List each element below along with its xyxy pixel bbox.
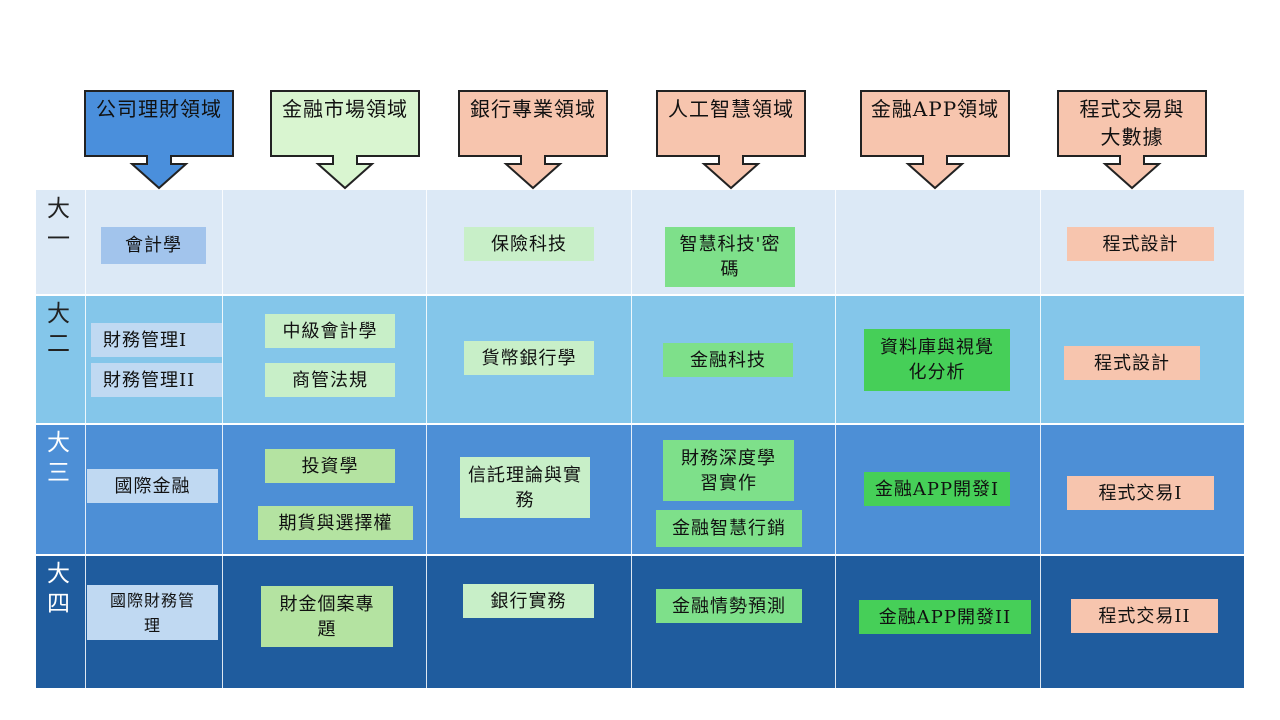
course-box: 程式設計 — [1064, 346, 1200, 380]
course-box: 程式交易I — [1067, 476, 1214, 510]
row-divider — [36, 423, 1244, 425]
course-label: 程式設計 — [1094, 352, 1170, 374]
course-box: 程式交易II — [1071, 599, 1218, 633]
course-label: 保險科技 — [491, 233, 567, 255]
course-label: 金融智慧行銷 — [672, 518, 786, 539]
course-box: 投資學 — [265, 449, 395, 483]
arrow-shape — [860, 90, 1010, 190]
year-label-text: 大一 — [47, 196, 70, 252]
course-box: 智慧科技'密碼 — [665, 227, 795, 287]
course-box: 財金個案專題 — [261, 586, 393, 647]
course-box: 資料庫與視覺化分析 — [864, 329, 1010, 391]
domain-arrow: 金融市場領域 — [270, 90, 420, 192]
course-label: 商管法規 — [292, 369, 368, 391]
domain-arrow: 人工智慧領域 — [656, 90, 806, 192]
course-box: 金融APP開發I — [864, 472, 1010, 506]
course-label: 國際金融 — [114, 475, 191, 497]
year-label: 大二 — [36, 295, 74, 424]
arrow-shape — [656, 90, 806, 190]
year-row-1: 大一 — [36, 190, 1244, 295]
arrow-shape — [270, 90, 420, 190]
course-label: 智慧科技'密碼 — [679, 234, 781, 280]
arrow-callout — [458, 90, 608, 190]
course-box: 金融情勢預測 — [656, 589, 802, 623]
course-box: 國際金融 — [87, 469, 218, 503]
column-divider — [1040, 190, 1041, 688]
year-row-2: 大二 — [36, 295, 1244, 424]
domain-label: 程式交易與大數據 — [1079, 97, 1185, 149]
course-grid: 大一 大二 大三 大四 會計學 保險科技 智慧科技'密碼 程式設計 財務管理I … — [36, 190, 1244, 688]
course-box: 銀行實務 — [463, 584, 594, 618]
course-box: 財務深度學習實作 — [663, 440, 794, 501]
domain-arrow: 程式交易與大數據 — [1057, 90, 1207, 192]
arrow-callout — [270, 90, 420, 190]
course-label: 資料庫與視覺化分析 — [880, 337, 994, 383]
year-label: 大一 — [36, 190, 74, 295]
course-box: 國際財務管理 — [87, 585, 218, 640]
course-label: 程式交易I — [1098, 482, 1183, 504]
arrow-callout — [1057, 90, 1207, 190]
course-box: 保險科技 — [464, 227, 594, 261]
course-label: 信託理論與實務 — [468, 464, 582, 511]
column-divider — [222, 190, 223, 688]
arrow-callout — [860, 90, 1010, 190]
year-label-text: 大二 — [47, 301, 70, 357]
arrow-shape — [458, 90, 608, 190]
course-label: 貨幣銀行學 — [481, 347, 577, 369]
arrow-callout — [656, 90, 806, 190]
course-box: 財務管理I — [91, 323, 222, 357]
domain-label: 銀行專業領域 — [470, 97, 596, 121]
row-divider — [36, 294, 1244, 296]
course-label: 會計學 — [125, 235, 182, 256]
domain-arrow: 金融APP領域 — [860, 90, 1010, 192]
course-box: 程式設計 — [1067, 227, 1214, 261]
course-box: 會計學 — [101, 227, 206, 264]
course-label: 期貨與選擇權 — [278, 512, 393, 534]
course-label: 金融科技 — [690, 349, 766, 371]
year-label: 大四 — [36, 555, 74, 688]
year-label: 大三 — [36, 424, 74, 555]
course-label: 國際財務管理 — [109, 590, 195, 635]
course-label: 財務管理I — [103, 329, 188, 351]
course-box: 商管法規 — [265, 363, 395, 397]
column-divider — [85, 190, 86, 688]
course-label: 程式設計 — [1102, 233, 1179, 255]
column-divider — [835, 190, 836, 688]
course-label: 財金個案專題 — [279, 593, 375, 640]
course-label: 投資學 — [301, 455, 359, 477]
domain-label: 金融APP領域 — [870, 97, 1000, 121]
course-box: 期貨與選擇權 — [258, 506, 413, 540]
course-box: 中級會計學 — [265, 314, 395, 348]
course-label: 金融APP開發II — [878, 606, 1012, 628]
domain-arrow: 銀行專業領域 — [458, 90, 608, 192]
domain-label: 公司理財領域 — [96, 97, 222, 121]
course-box: 貨幣銀行學 — [464, 341, 594, 375]
arrow-callout — [84, 90, 234, 190]
year-row-4: 大四 — [36, 555, 1244, 688]
course-label: 程式交易II — [1098, 605, 1191, 627]
course-label: 中級會計學 — [282, 320, 378, 342]
course-box: 財務管理II — [91, 363, 222, 397]
column-divider — [631, 190, 632, 688]
year-label-text: 大四 — [47, 561, 70, 617]
course-label: 金融情勢預測 — [672, 595, 786, 617]
course-box: 金融APP開發II — [859, 600, 1031, 634]
course-label: 財務深度學習實作 — [681, 447, 776, 494]
course-box: 金融智慧行銷 — [656, 510, 802, 547]
domain-arrow: 公司理財領域 — [84, 90, 234, 192]
course-box: 金融科技 — [663, 343, 793, 377]
year-row-3: 大三 — [36, 424, 1244, 555]
arrow-shape — [1057, 90, 1207, 190]
course-label: 金融APP開發I — [874, 478, 1000, 500]
course-label: 銀行實務 — [490, 590, 567, 612]
arrow-shape — [84, 90, 234, 190]
year-label-text: 大三 — [47, 430, 70, 486]
column-divider — [426, 190, 427, 688]
domain-label: 金融市場領域 — [282, 97, 408, 121]
domain-label: 人工智慧領域 — [668, 97, 794, 121]
course-label: 財務管理II — [103, 369, 196, 391]
course-box: 信託理論與實務 — [460, 457, 590, 518]
row-divider — [36, 554, 1244, 556]
